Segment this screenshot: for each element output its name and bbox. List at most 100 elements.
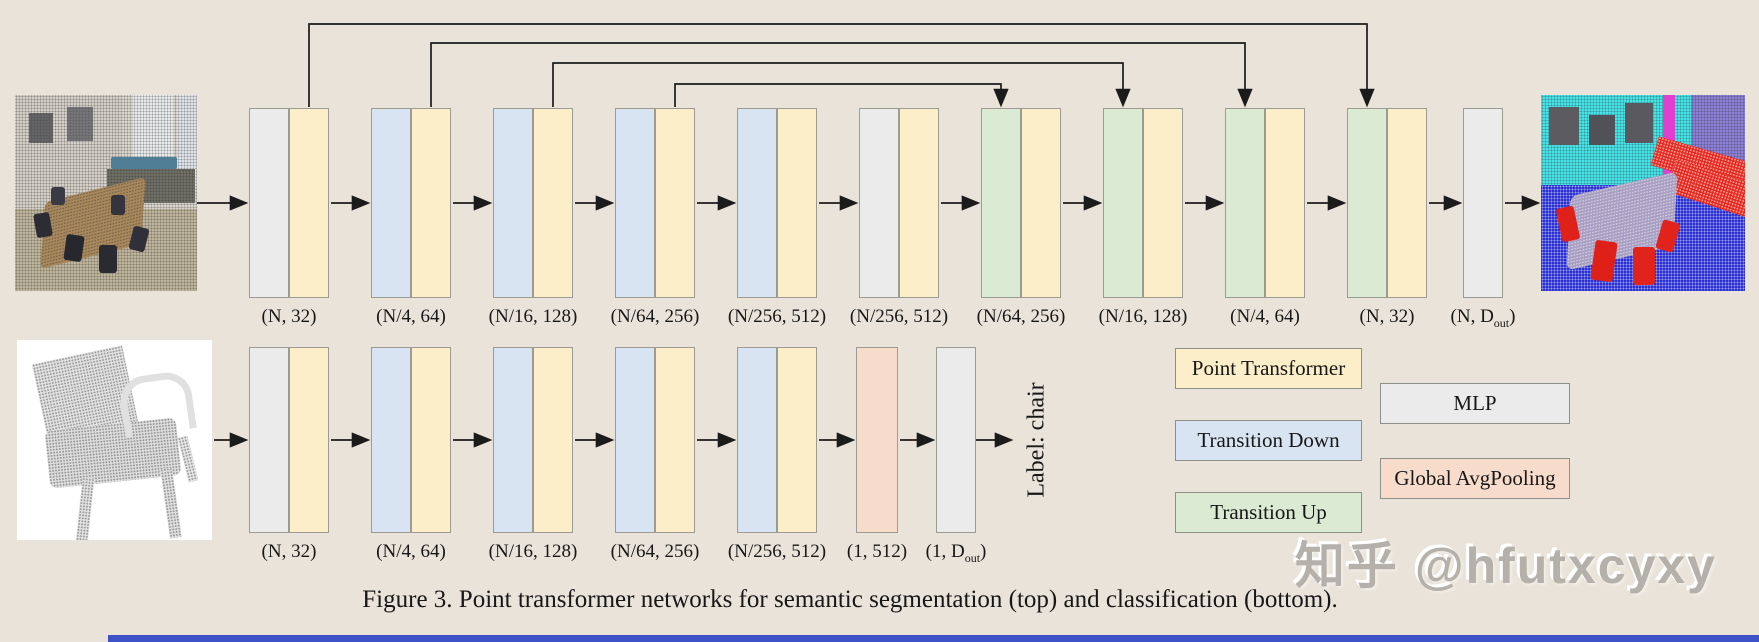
classification-output-label: Label: chair [1023, 382, 1050, 498]
input-room-pointcloud-image [15, 95, 197, 291]
seg-stage-10: (N, 32) [1327, 108, 1447, 328]
transition-down-block [371, 347, 411, 533]
output-segmentation-image [1541, 95, 1745, 291]
point-transformer-block [289, 347, 329, 533]
room-picture-frame [67, 107, 93, 141]
point-transformer-block [289, 108, 329, 298]
zhihu-watermark: 知乎 @hfutxcyxy [1294, 538, 1717, 594]
skip-connection-1 [308, 23, 1375, 108]
chair-front-leg [75, 477, 95, 540]
transition-down-block [615, 108, 655, 298]
transition-down-block [615, 347, 655, 533]
stage-dims-label: (1, Dout) [925, 541, 987, 565]
point-transformer-block [1265, 108, 1305, 298]
stage-dims-label: (N/64, 256) [610, 306, 700, 327]
seg-stage-5: (N/256, 512) [717, 108, 837, 328]
stage-dims-label: (N/64, 256) [610, 541, 700, 562]
cls-stage-3: (N/16, 128) [473, 347, 593, 563]
point-transformer-block [777, 108, 817, 298]
point-transformer-block [1387, 108, 1427, 298]
seg-stage-8: (N/16, 128) [1083, 108, 1203, 328]
seg-stage-4: (N/64, 256) [595, 108, 715, 328]
legend-global-avgpooling: Global AvgPooling [1380, 458, 1570, 499]
stage-dims-label: (N, Dout) [1450, 306, 1516, 330]
mlp-block [249, 108, 289, 298]
stage-dims-label: (N/4, 64) [376, 541, 446, 562]
stage-dims-label: (N/64, 256) [976, 306, 1066, 327]
room-window [177, 95, 197, 187]
transition-down-block [737, 108, 777, 298]
seg-stage-3: (N/16, 128) [473, 108, 593, 328]
skip-connection-4 [674, 83, 1009, 108]
stage-dims-label: (1, 512) [846, 541, 908, 562]
stage-dims-label: (N, 32) [261, 541, 317, 562]
legend-mlp: MLP [1380, 383, 1570, 424]
room-chair [99, 245, 117, 273]
bottom-blue-strip [108, 635, 1759, 642]
figure-caption: Figure 3. Point transformer networks for… [362, 586, 1338, 613]
legend-transition-down: Transition Down [1175, 420, 1362, 461]
transition-up-block [1347, 108, 1387, 298]
point-transformer-block [899, 108, 939, 298]
cls-stage-1: (N, 32) [229, 347, 349, 563]
stage-dims-label: (N/16, 128) [488, 541, 578, 562]
cls-stage-7: (1, Dout) [896, 347, 1016, 566]
transition-down-block [371, 108, 411, 298]
stage-dims-label: (N/4, 64) [1230, 306, 1300, 327]
stage-dims-label: (N/4, 64) [376, 306, 446, 327]
transition-up-block [1225, 108, 1265, 298]
mlp-block [936, 347, 976, 533]
chair-back-leg [160, 467, 182, 539]
room-picture-frame [29, 113, 53, 143]
room-chair [51, 187, 65, 205]
legend-point-transformer: Point Transformer [1175, 348, 1362, 389]
transition-down-block [493, 347, 533, 533]
mlp-block [1463, 108, 1503, 298]
point-transformer-block [655, 108, 695, 298]
point-transformer-block [777, 347, 817, 533]
mlp-block [249, 347, 289, 533]
seg-picture-frame [1549, 107, 1579, 145]
seg-stage-11: (N, Dout) [1423, 108, 1543, 331]
skip-connection-3 [552, 62, 1131, 108]
stage-dims-label: (N/256, 512) [849, 306, 949, 327]
point-transformer-block [411, 108, 451, 298]
point-transformer-block [1021, 108, 1061, 298]
stage-dims-label: (N/16, 128) [1098, 306, 1188, 327]
point-transformer-block [1143, 108, 1183, 298]
cls-stage-6: (1, 512) [817, 347, 937, 563]
room-chair [63, 233, 85, 263]
point-transformer-block [533, 347, 573, 533]
legend-transition-up: Transition Up [1175, 492, 1362, 533]
cls-stage-4: (N/64, 256) [595, 347, 715, 563]
room-chair [111, 195, 125, 215]
transition-up-block [1103, 108, 1143, 298]
seg-chair-red [1633, 247, 1655, 285]
seg-stage-9: (N/4, 64) [1205, 108, 1325, 328]
stage-dims-label: (N, 32) [261, 306, 317, 327]
seg-picture-frame [1589, 115, 1615, 145]
point-transformer-block [533, 108, 573, 298]
seg-picture-frame [1625, 103, 1653, 143]
seg-stage-7: (N/64, 256) [961, 108, 1081, 328]
transition-down-block [737, 347, 777, 533]
cls-stage-5: (N/256, 512) [717, 347, 837, 563]
stage-dims-label: (N/256, 512) [727, 541, 827, 562]
seg-stage-6: (N/256, 512) [839, 108, 959, 328]
chair-side-leg [177, 435, 199, 483]
cls-stage-2: (N/4, 64) [351, 347, 471, 563]
stage-dims-label: (N/256, 512) [727, 306, 827, 327]
transition-down-block [493, 108, 533, 298]
transition-up-block [981, 108, 1021, 298]
global-avgpooling-block [856, 347, 898, 533]
skip-connection-2 [430, 42, 1253, 108]
seg-stage-1: (N, 32) [229, 108, 349, 328]
seg-stage-2: (N/4, 64) [351, 108, 471, 328]
room-bench-row [111, 157, 177, 169]
point-transformer-block [411, 347, 451, 533]
input-chair-pointcloud-image [17, 340, 212, 540]
point-transformer-block [655, 347, 695, 533]
stage-dims-label: (N/16, 128) [488, 306, 578, 327]
mlp-block [859, 108, 899, 298]
stage-dims-label: (N, 32) [1359, 306, 1415, 327]
